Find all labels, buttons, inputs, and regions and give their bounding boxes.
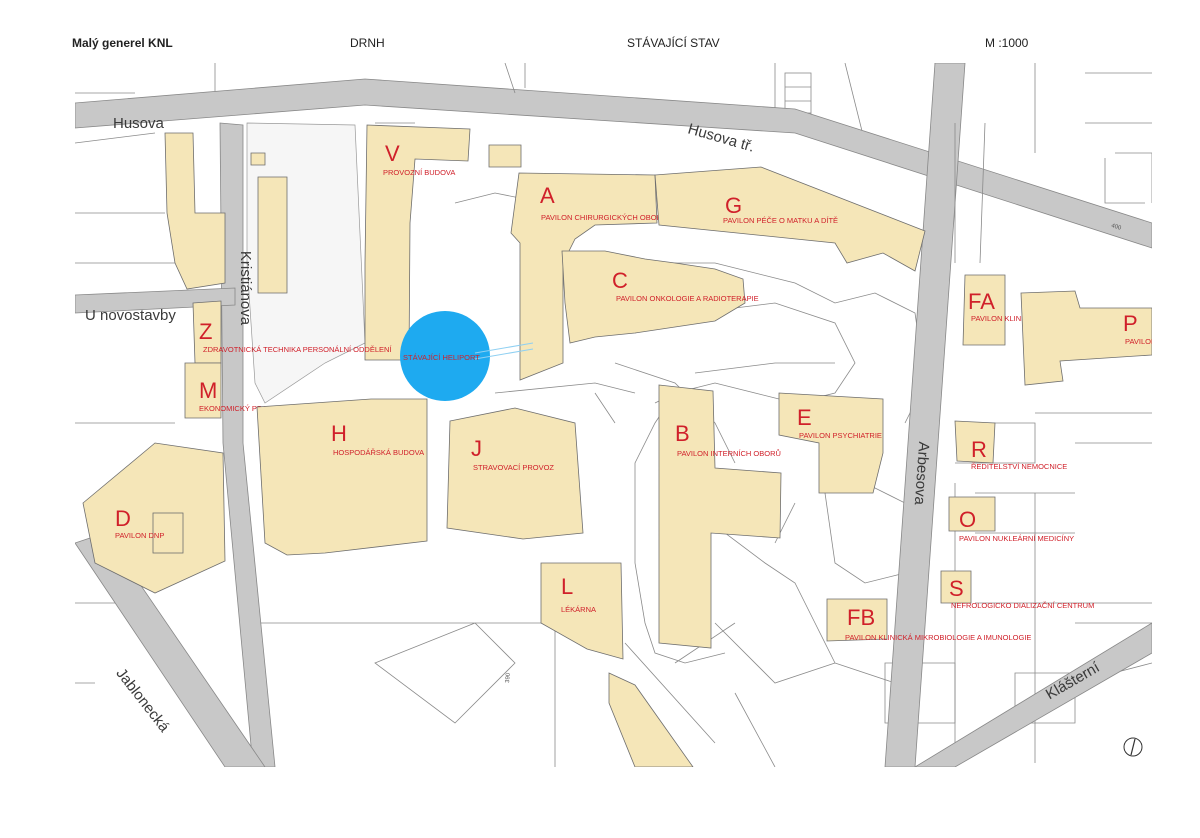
plan-status: STÁVAJÍCÍ STAV — [627, 36, 720, 50]
svg-text:C: C — [612, 268, 628, 293]
contour-label: 390 — [505, 672, 512, 683]
building-S[interactable]: S NEFROLOGICKO DIALIZAČNÍ CENTRUM — [940, 570, 1094, 610]
building-E[interactable]: E PAVILON PSYCHIATRIE — [778, 392, 884, 494]
svg-text:R: R — [971, 437, 987, 462]
svg-text:PAVILON INTERNÍCH OBORŮ: PAVILON INTERNÍCH OBORŮ — [677, 449, 781, 458]
building-J[interactable]: J STRAVOVACÍ PROVOZ — [446, 407, 584, 540]
svg-text:H: H — [331, 421, 347, 446]
svg-text:A: A — [540, 183, 555, 208]
map-scale: M :1000 — [985, 36, 1029, 50]
building-H[interactable]: H HOSPODÁŘSKÁ BUDOVA — [256, 398, 428, 556]
svg-text:S: S — [949, 576, 964, 601]
svg-text:PAVILON KLINICKÁ MIKROBIOLOGIE: PAVILON KLINICKÁ MIKROBIOLOGIE A IMUNOLO… — [845, 633, 1031, 642]
svg-text:ZDRAVOTNICKÁ TECHNIKA PERSONÁL: ZDRAVOTNICKÁ TECHNIKA PERSONÁLNÍ ODDĚLEN… — [203, 345, 392, 354]
street-husova: Husova — [113, 115, 165, 132]
project-code: DRNH — [350, 36, 385, 50]
svg-text:ŘEDITELSTVÍ NEMOCNICE: ŘEDITELSTVÍ NEMOCNICE — [971, 462, 1067, 471]
site-map[interactable]: Husova Husova tř. Kristiánova U novostav… — [75, 63, 1152, 767]
building-Z[interactable]: Z ZDRAVOTNICKÁ TECHNIKA PERSONÁLNÍ ODDĚL… — [192, 300, 392, 364]
svg-text:PROVOZNÍ BUDOVA: PROVOZNÍ BUDOVA — [383, 168, 455, 177]
building-FB[interactable]: FB PAVILON KLINICKÁ MIKROBIOLOGIE A IMUN… — [826, 598, 1031, 642]
svg-text:B: B — [675, 421, 690, 446]
heliport-label: STÁVAJÍCÍ HELIPORT — [403, 353, 480, 362]
svg-text:J: J — [471, 436, 482, 461]
building-B[interactable]: B PAVILON INTERNÍCH OBORŮ — [658, 384, 782, 649]
svg-text:D: D — [115, 506, 131, 531]
svg-text:PAVILON: PAVILON — [1125, 337, 1152, 346]
sheet-title: Malý generel KNL — [72, 36, 173, 50]
svg-text:PAVILON PSYCHIATRIE: PAVILON PSYCHIATRIE — [799, 431, 882, 440]
svg-text:V: V — [385, 141, 400, 166]
svg-text:G: G — [725, 193, 742, 218]
svg-text:O: O — [959, 507, 976, 532]
svg-text:LÉKÁRNA: LÉKÁRNA — [561, 605, 596, 614]
svg-text:P: P — [1123, 311, 1138, 336]
contour-label: 400 — [1110, 223, 1122, 232]
svg-text:PAVILON PÉČE O MATKU A DÍTĚ: PAVILON PÉČE O MATKU A DÍTĚ — [723, 216, 838, 225]
svg-text:HOSPODÁŘSKÁ BUDOVA: HOSPODÁŘSKÁ BUDOVA — [333, 448, 424, 457]
building-L[interactable]: L LÉKÁRNA — [540, 562, 624, 660]
svg-text:NEFROLOGICKO DIALIZAČNÍ CENTRU: NEFROLOGICKO DIALIZAČNÍ CENTRUM — [951, 601, 1094, 610]
svg-text:PAVILON NUKLEÁRNÍ MEDICÍNY: PAVILON NUKLEÁRNÍ MEDICÍNY — [959, 534, 1074, 543]
building-V[interactable]: V PROVOZNÍ BUDOVA — [364, 124, 471, 361]
building-R[interactable]: R ŘEDITELSTVÍ NEMOCNICE — [954, 420, 1067, 471]
svg-text:STRAVOVACÍ PROVOZ: STRAVOVACÍ PROVOZ — [473, 463, 554, 472]
svg-text:PAVILON CHIRURGICKÝCH OBORŮ: PAVILON CHIRURGICKÝCH OBORŮ — [541, 213, 667, 222]
north-arrow-icon — [1123, 737, 1143, 757]
svg-text:L: L — [561, 574, 573, 599]
approach-path — [474, 342, 534, 360]
street-kristianova: Kristiánova — [237, 251, 254, 326]
svg-text:M: M — [199, 378, 217, 403]
building-P[interactable]: P PAVILON — [1020, 290, 1152, 386]
building-D[interactable]: D PAVILON DNP — [82, 442, 226, 594]
svg-text:E: E — [797, 405, 812, 430]
svg-text:EKONOMICKÝ PROVOZ: EKONOMICKÝ PROVOZ — [199, 404, 284, 413]
building-A[interactable]: A PAVILON CHIRURGICKÝCH OBORŮ — [510, 172, 667, 381]
inner-court — [152, 512, 184, 554]
svg-text:PAVILON DNP: PAVILON DNP — [115, 531, 164, 540]
building-M[interactable]: M EKONOMICKÝ PROVOZ — [184, 362, 284, 419]
street-arbesova: Arbesova — [911, 441, 932, 506]
svg-text:Z: Z — [199, 319, 212, 344]
street-u-novostavby: U novostavby — [85, 307, 176, 324]
building-G[interactable]: G PAVILON PÉČE O MATKU A DÍTĚ — [654, 166, 926, 272]
svg-text:FA: FA — [968, 289, 995, 314]
building-C[interactable]: C PAVILON ONKOLOGIE A RADIOTERAPIE — [561, 250, 759, 344]
other-buildings — [164, 132, 694, 767]
svg-text:FB: FB — [847, 605, 875, 630]
heliport-pad[interactable] — [400, 311, 490, 401]
street-network — [75, 63, 1152, 767]
svg-text:PAVILON ONKOLOGIE A RADIOTERAP: PAVILON ONKOLOGIE A RADIOTERAPIE — [616, 294, 759, 303]
building-O[interactable]: O PAVILON NUKLEÁRNÍ MEDICÍNY — [948, 496, 1074, 543]
